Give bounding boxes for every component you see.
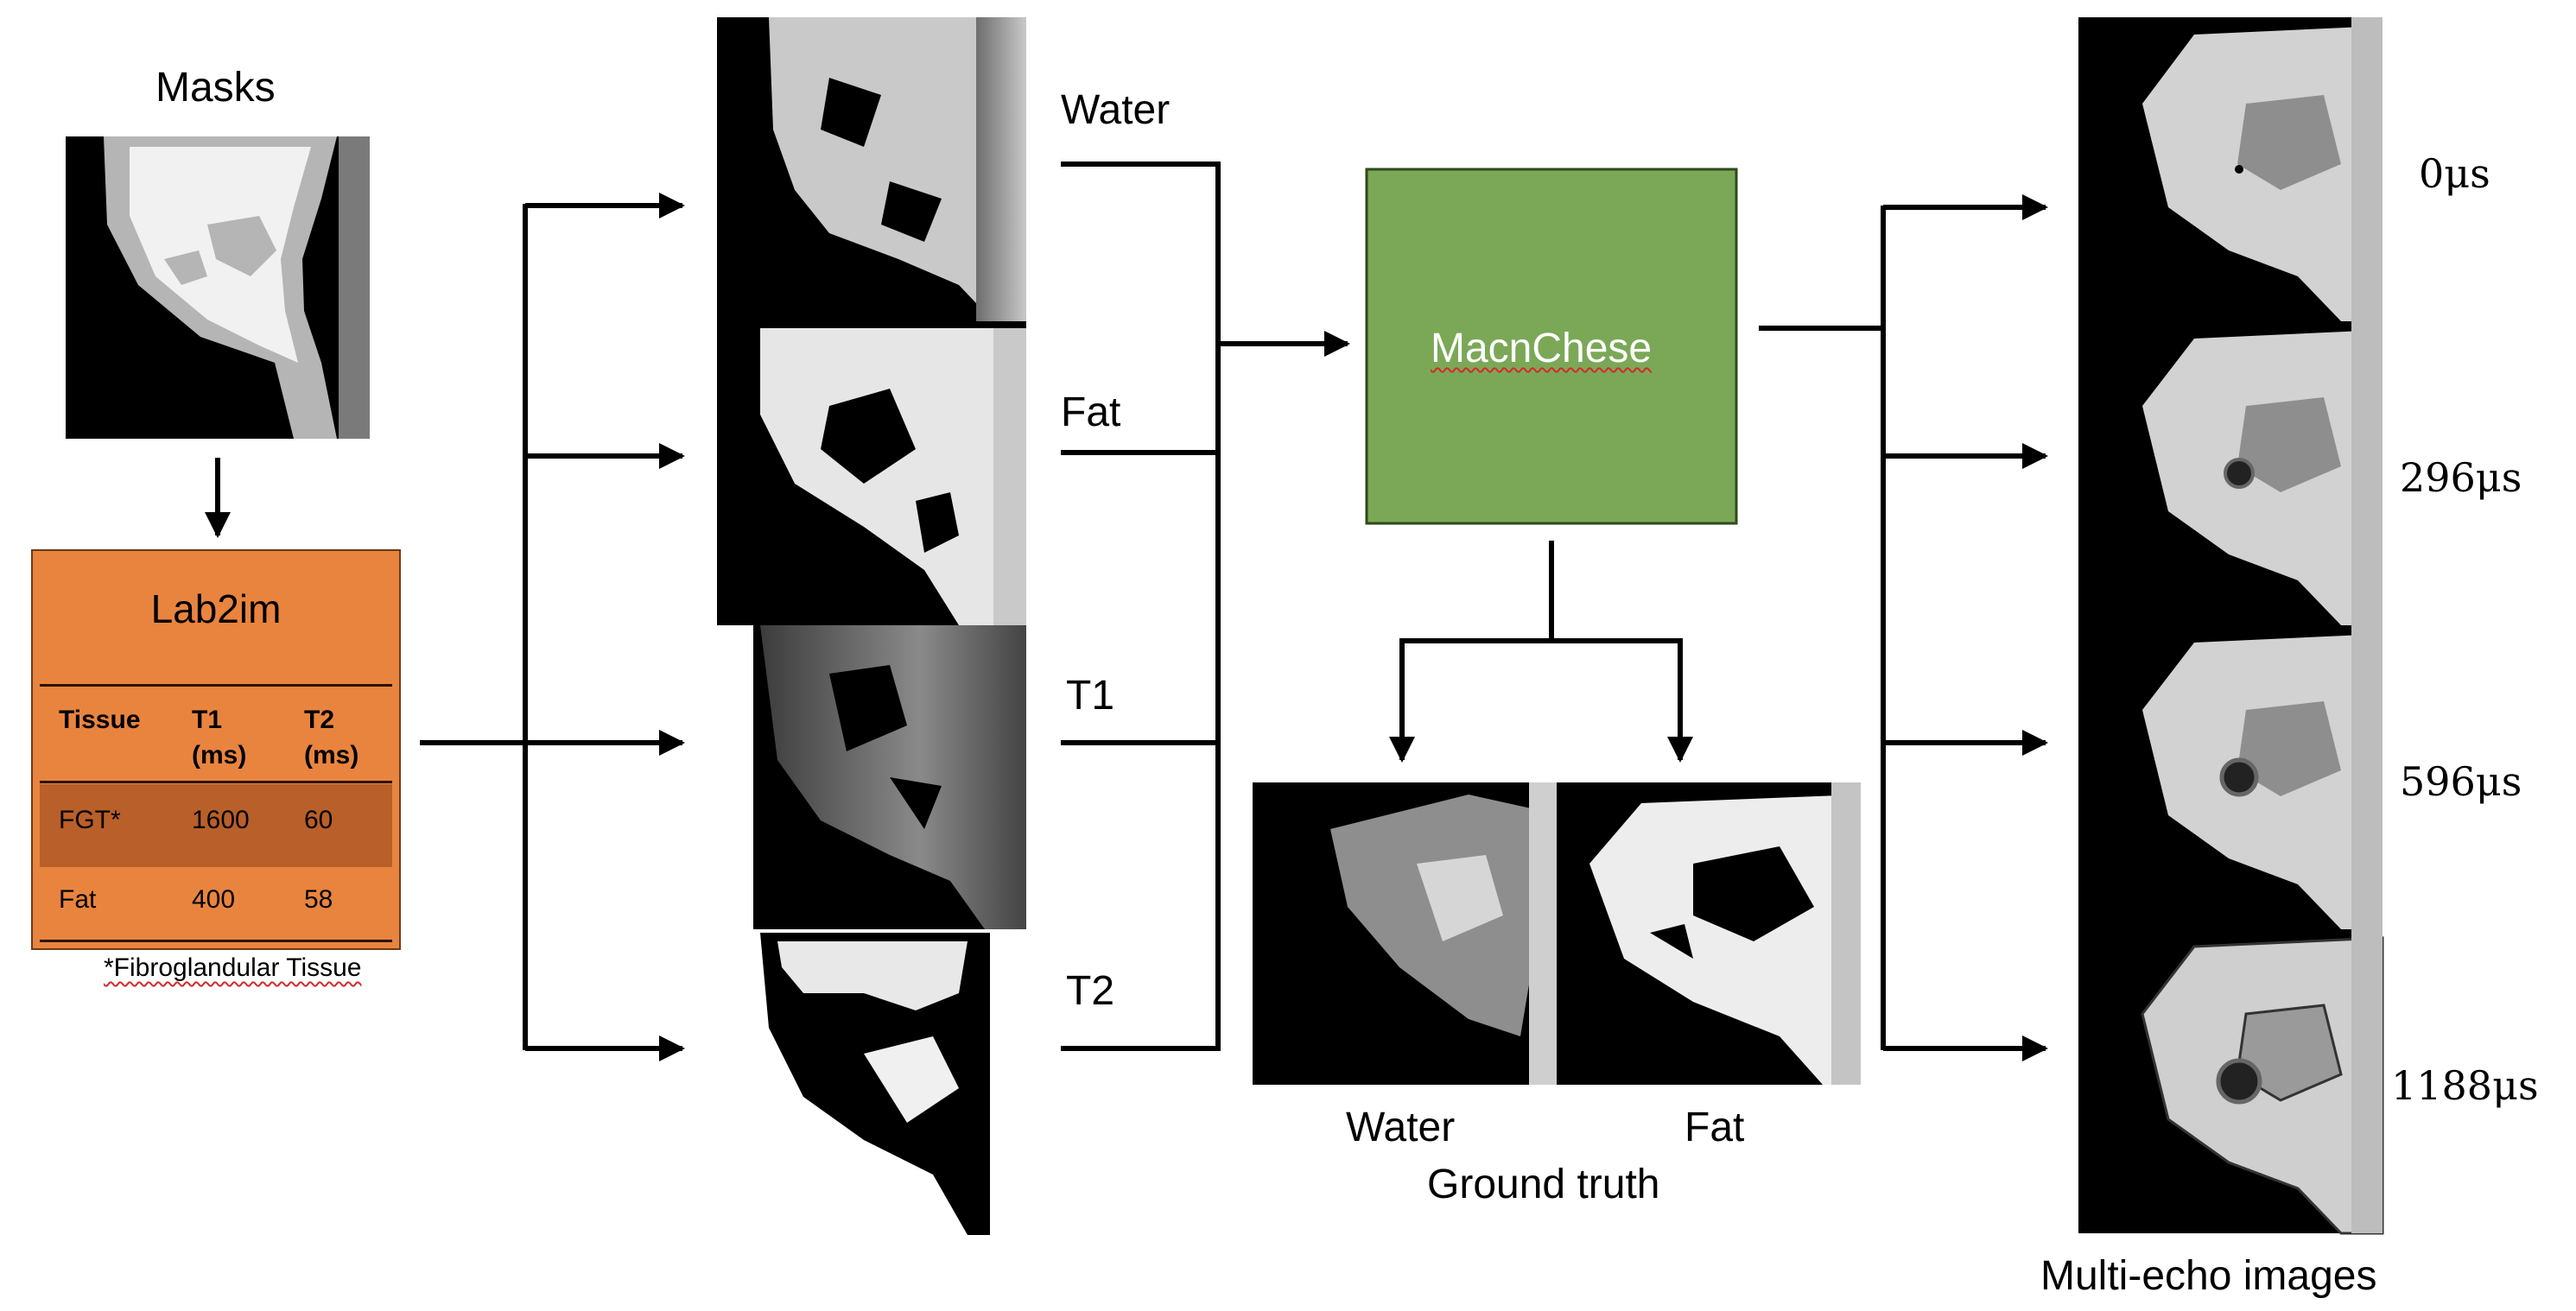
echo-image-596 xyxy=(2078,625,2382,929)
masks-label: Masks xyxy=(155,67,276,109)
echo-label-596: 596μs xyxy=(2400,762,2522,801)
gt-label-fat: Fat xyxy=(1685,1107,1744,1149)
lab2im-footnote: *Fibroglandular Tissue xyxy=(104,953,362,983)
map-label-fat: Fat xyxy=(1061,392,1120,434)
lab2im-cell-t2-1: 58 xyxy=(304,883,333,918)
lab2im-box: Lab2im Tissue T1 (ms) T2 (ms) FGT* 1600 … xyxy=(31,549,401,950)
water-map-image xyxy=(717,17,1026,321)
gt-caption: Ground truth xyxy=(1427,1164,1659,1206)
lab2im-rule-top xyxy=(40,684,392,687)
gt-fat-image xyxy=(1557,782,1861,1085)
echo-image-296 xyxy=(2078,321,2382,625)
lab2im-cell-t1-0: 1600 xyxy=(192,803,250,839)
echo-label-1188: 1188μs xyxy=(2391,1066,2539,1105)
map-label-water: Water xyxy=(1061,90,1170,131)
lab2im-title: Lab2im xyxy=(33,586,399,632)
lab2im-cell-tissue-0: FGT* xyxy=(59,803,121,839)
t2-map-image xyxy=(760,933,990,1235)
masks-image xyxy=(66,136,370,439)
echo-image-0 xyxy=(2078,17,2382,321)
lab2im-header-t1: T1 (ms) xyxy=(192,703,246,773)
fat-map-image xyxy=(717,321,1026,625)
lab2im-cell-t2-0: 60 xyxy=(304,803,333,839)
gt-label-water: Water xyxy=(1346,1107,1455,1149)
gt-water-image xyxy=(1253,782,1557,1085)
echo-label-0: 0μs xyxy=(2419,154,2490,193)
echo-image-1188 xyxy=(2078,929,2382,1233)
simulator-label: MacnChese xyxy=(1431,328,1652,370)
lab2im-cell-tissue-1: Fat xyxy=(59,883,96,918)
lab2im-header-tissue: Tissue xyxy=(59,703,141,738)
lab2im-rule-header xyxy=(40,781,392,783)
lab2im-rule-bottom xyxy=(40,940,392,942)
lab2im-header-t2: T2 (ms) xyxy=(304,703,358,773)
lab2im-cell-t1-1: 400 xyxy=(192,883,235,918)
map-label-t1: T1 xyxy=(1066,675,1114,717)
map-label-t2: T2 xyxy=(1066,971,1114,1012)
maps-bracket xyxy=(1061,162,1218,1051)
output-caption: Multi-echo images xyxy=(2040,1256,2376,1297)
echo-label-296: 296μs xyxy=(2400,458,2522,497)
t1-map-image xyxy=(753,625,1026,929)
